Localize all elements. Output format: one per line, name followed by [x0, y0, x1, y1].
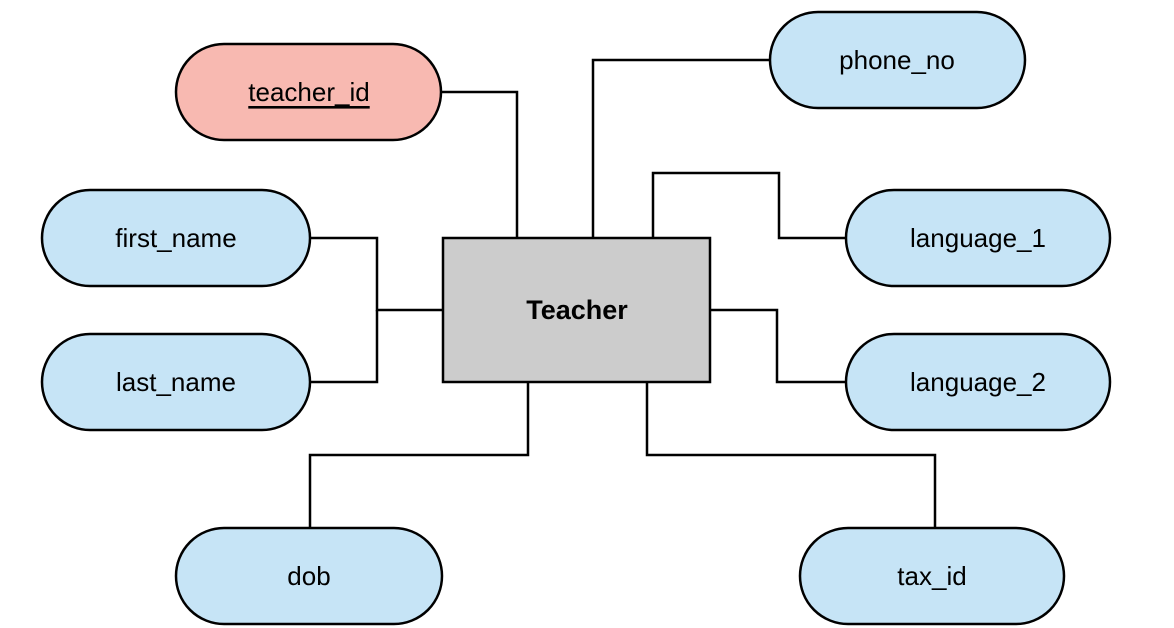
- attribute-tax-id[interactable]: tax_id: [798, 526, 1066, 626]
- connector-language-1: [651, 171, 846, 240]
- attribute-last-name[interactable]: last_name: [40, 332, 312, 432]
- attribute-shape: [844, 332, 1112, 432]
- connector-dob: [308, 382, 530, 528]
- entity-teacher[interactable]: Teacher: [441, 236, 712, 384]
- attribute-first-name[interactable]: first_name: [40, 188, 312, 288]
- attribute-label: tax_id: [897, 561, 966, 591]
- attribute-shape: [844, 188, 1112, 288]
- attribute-shape: [798, 526, 1066, 626]
- entity-box: [441, 236, 712, 384]
- attribute-shape: [174, 526, 444, 626]
- entity-label: Teacher: [526, 295, 628, 325]
- attribute-shape: [768, 10, 1027, 110]
- attribute-label: last_name: [116, 367, 236, 397]
- attribute-label: phone_no: [839, 45, 955, 75]
- connectors: [308, 58, 937, 528]
- connector-language-2: [709, 308, 846, 384]
- attribute-shape: [40, 188, 312, 288]
- connector-first-name: [310, 236, 443, 312]
- attribute-shape: [40, 332, 312, 432]
- attribute-label: language_2: [910, 367, 1046, 397]
- attribute-label: first_name: [115, 223, 236, 253]
- key-attribute-label: teacher_id: [248, 77, 369, 107]
- connector-phone-no: [591, 58, 770, 238]
- attribute-shape: [174, 42, 443, 142]
- attribute-language-2[interactable]: language_2: [844, 332, 1112, 432]
- attribute-teacher-id[interactable]: teacher_id: [174, 42, 443, 142]
- attribute-label: dob: [287, 561, 330, 591]
- attribute-label: language_1: [910, 223, 1046, 253]
- connector-teacher-id: [441, 90, 519, 238]
- attribute-phone-no[interactable]: phone_no: [768, 10, 1027, 110]
- attribute-dob[interactable]: dob: [174, 526, 444, 626]
- attribute-language-1[interactable]: language_1: [844, 188, 1112, 288]
- connector-tax-id: [645, 382, 937, 528]
- connector-last-name: [310, 310, 379, 384]
